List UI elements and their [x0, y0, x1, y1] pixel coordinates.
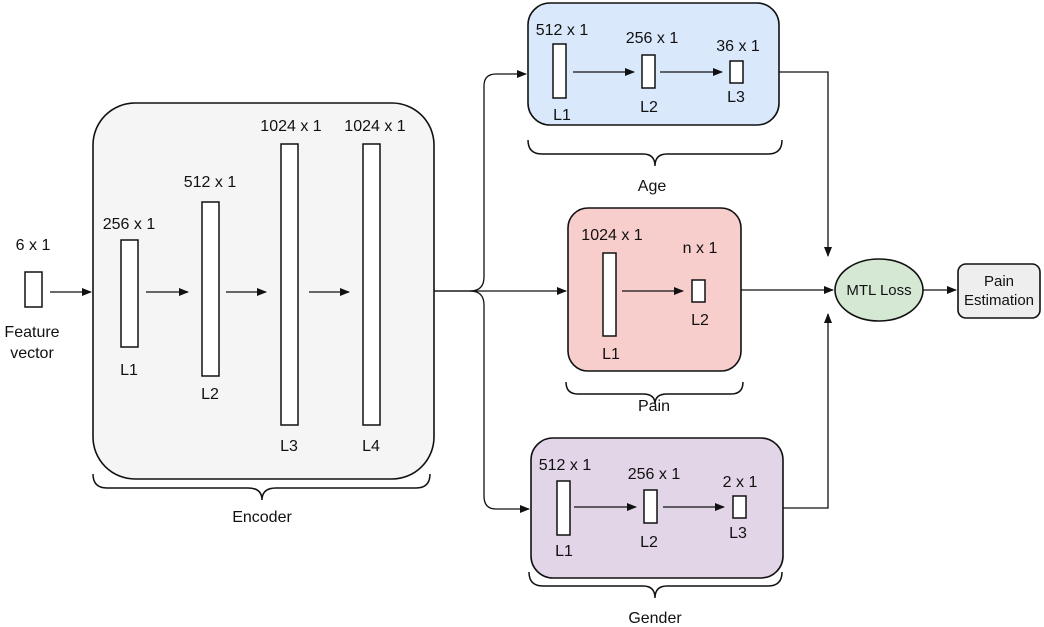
age-l3-bar	[729, 60, 744, 84]
age-branch: 512 x 1 L1 256 x 1 L2 36 x 1 L3 Age	[527, 2, 783, 195]
connectors	[50, 68, 957, 513]
gender-caption: Gender	[628, 610, 682, 627]
pain-l2-name: L2	[691, 312, 709, 329]
pain-estimation-line2: Estimation	[964, 292, 1034, 309]
encoder-brace	[92, 473, 431, 501]
input-label-line2: vector	[10, 345, 54, 362]
input-label-line1: Feature	[4, 324, 59, 341]
gender-l2-name: L2	[640, 534, 658, 551]
gender-l1-name: L1	[555, 543, 573, 560]
encoder-panel	[92, 102, 435, 480]
age-l3-dim: 36 x 1	[716, 38, 760, 55]
age-l2-dim: 256 x 1	[626, 30, 679, 47]
age-l1-name: L1	[553, 107, 571, 124]
input-feature-vector: 6 x 1 Feature vector	[4, 237, 59, 362]
gender-l2-dim: 256 x 1	[628, 466, 681, 483]
encoder-l2-bar	[201, 201, 220, 377]
encoder-l3-dim: 1024 x 1	[260, 118, 321, 135]
encoder-l3-name: L3	[280, 438, 298, 455]
age-brace	[527, 139, 783, 167]
gender-l2-bar	[643, 489, 658, 524]
pain-l2-bar	[691, 279, 706, 303]
arrow-age-to-mtl	[779, 71, 832, 257]
input-layer-bar	[24, 271, 43, 308]
age-l3-name: L3	[727, 89, 745, 106]
arrow-encoder-to-age	[434, 70, 527, 292]
age-l1-bar	[552, 43, 567, 99]
gender-l3-name: L3	[729, 525, 747, 542]
input-dim-label: 6 x 1	[16, 237, 51, 254]
pain-l2-dim: n x 1	[683, 240, 718, 257]
arrow-gender-to-mtl	[783, 313, 832, 509]
pain-estimation-box	[957, 263, 1041, 319]
age-l2-bar	[641, 54, 656, 89]
encoder-caption: Encoder	[232, 509, 292, 526]
gender-l1-bar	[556, 480, 571, 536]
age-caption: Age	[638, 178, 667, 195]
age-l1-dim: 512 x 1	[536, 22, 589, 39]
encoder-l3-bar	[280, 143, 299, 426]
encoder-block: 256 x 1 L1 512 x 1 L2 1024 x 1 L3 1024 x…	[92, 102, 435, 526]
pain-l1-dim: 1024 x 1	[581, 227, 642, 244]
pain-l1-name: L1	[602, 346, 620, 363]
pain-estimation-line1: Pain	[984, 273, 1014, 290]
gender-l3-bar	[732, 495, 747, 519]
encoder-l4-bar	[362, 143, 381, 426]
encoder-l2-dim: 512 x 1	[184, 174, 237, 191]
mtl-loss-label: MTL Loss	[846, 282, 911, 299]
pain-caption: Pain	[638, 398, 670, 415]
age-l2-name: L2	[640, 99, 658, 116]
encoder-l4-name: L4	[362, 438, 380, 455]
gender-branch: 512 x 1 L1 256 x 1 L2 2 x 1 L3 Gender	[528, 437, 784, 627]
encoder-l1-bar	[120, 239, 139, 348]
arrow-encoder-to-gender	[469, 290, 530, 513]
pain-l1-bar	[602, 252, 617, 337]
encoder-l2-name: L2	[201, 386, 219, 403]
encoder-l4-dim: 1024 x 1	[344, 118, 405, 135]
gender-brace	[528, 571, 783, 599]
pain-estimation-node: Pain Estimation	[957, 263, 1041, 319]
gender-l3-dim: 2 x 1	[723, 474, 758, 491]
pain-branch: 1024 x 1 L1 n x 1 L2 Pain	[565, 207, 744, 415]
encoder-l1-name: L1	[120, 362, 138, 379]
mtl-loss-node: MTL Loss	[834, 258, 924, 322]
gender-l1-dim: 512 x 1	[539, 457, 592, 474]
pain-brace	[565, 381, 744, 405]
encoder-l1-dim: 256 x 1	[103, 216, 156, 233]
